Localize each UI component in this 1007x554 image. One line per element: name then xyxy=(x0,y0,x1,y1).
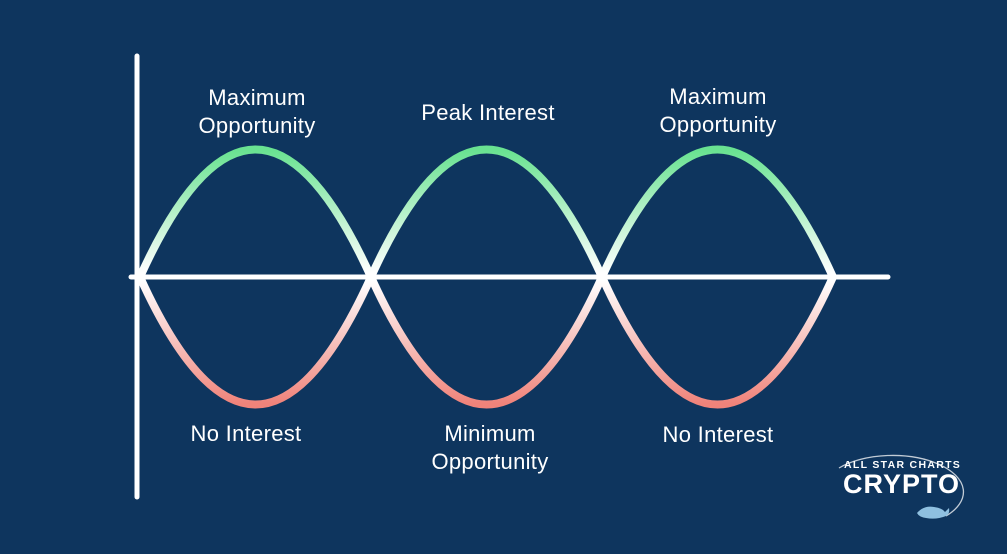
whale-icon xyxy=(917,506,950,519)
label-no-interest-left: No Interest xyxy=(190,421,302,446)
orbit-arc-icon xyxy=(838,454,965,517)
brand-logo: ALL STAR CHARTS CRYPTO xyxy=(836,446,994,538)
red-wave-3 xyxy=(598,273,837,409)
label-peak-interest: Peak Interest xyxy=(421,100,555,125)
brand-name-small: ALL STAR CHARTS xyxy=(844,459,962,471)
green-wave-2 xyxy=(367,145,606,281)
label-maximum-opportunity-right: Maximum Opportunity xyxy=(659,84,777,138)
brand-name-crypto: CRYPTO xyxy=(843,469,961,499)
label-maximum-opportunity-left: Maximum Opportunity xyxy=(198,85,316,139)
label-no-interest-right: No Interest xyxy=(662,422,774,447)
green-wave-3 xyxy=(598,145,837,281)
label-minimum-opportunity: Minimum Opportunity xyxy=(431,421,549,475)
red-wave-2 xyxy=(367,273,606,409)
green-wave-1 xyxy=(136,145,375,281)
red-wave-1 xyxy=(136,273,375,409)
